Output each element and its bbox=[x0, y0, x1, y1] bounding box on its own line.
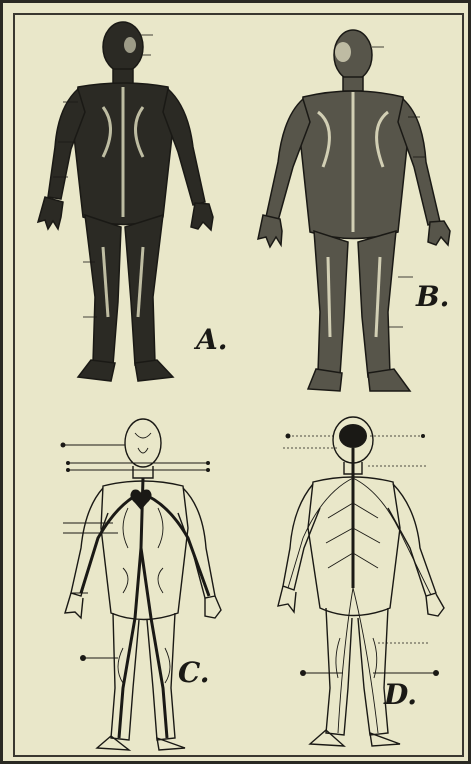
figure-c-circulatory bbox=[23, 408, 243, 753]
figure-b-illustration bbox=[248, 17, 463, 397]
figure-c-label: C. bbox=[178, 656, 210, 689]
figure-a-label: A. bbox=[196, 323, 227, 356]
figure-d-illustration bbox=[248, 408, 463, 753]
figure-c-illustration bbox=[23, 408, 243, 753]
figure-b-muscles-back bbox=[248, 17, 463, 397]
figure-b-label: B. bbox=[416, 280, 449, 313]
figure-d-nervous bbox=[248, 408, 463, 753]
figure-d-label: D. bbox=[384, 678, 417, 711]
